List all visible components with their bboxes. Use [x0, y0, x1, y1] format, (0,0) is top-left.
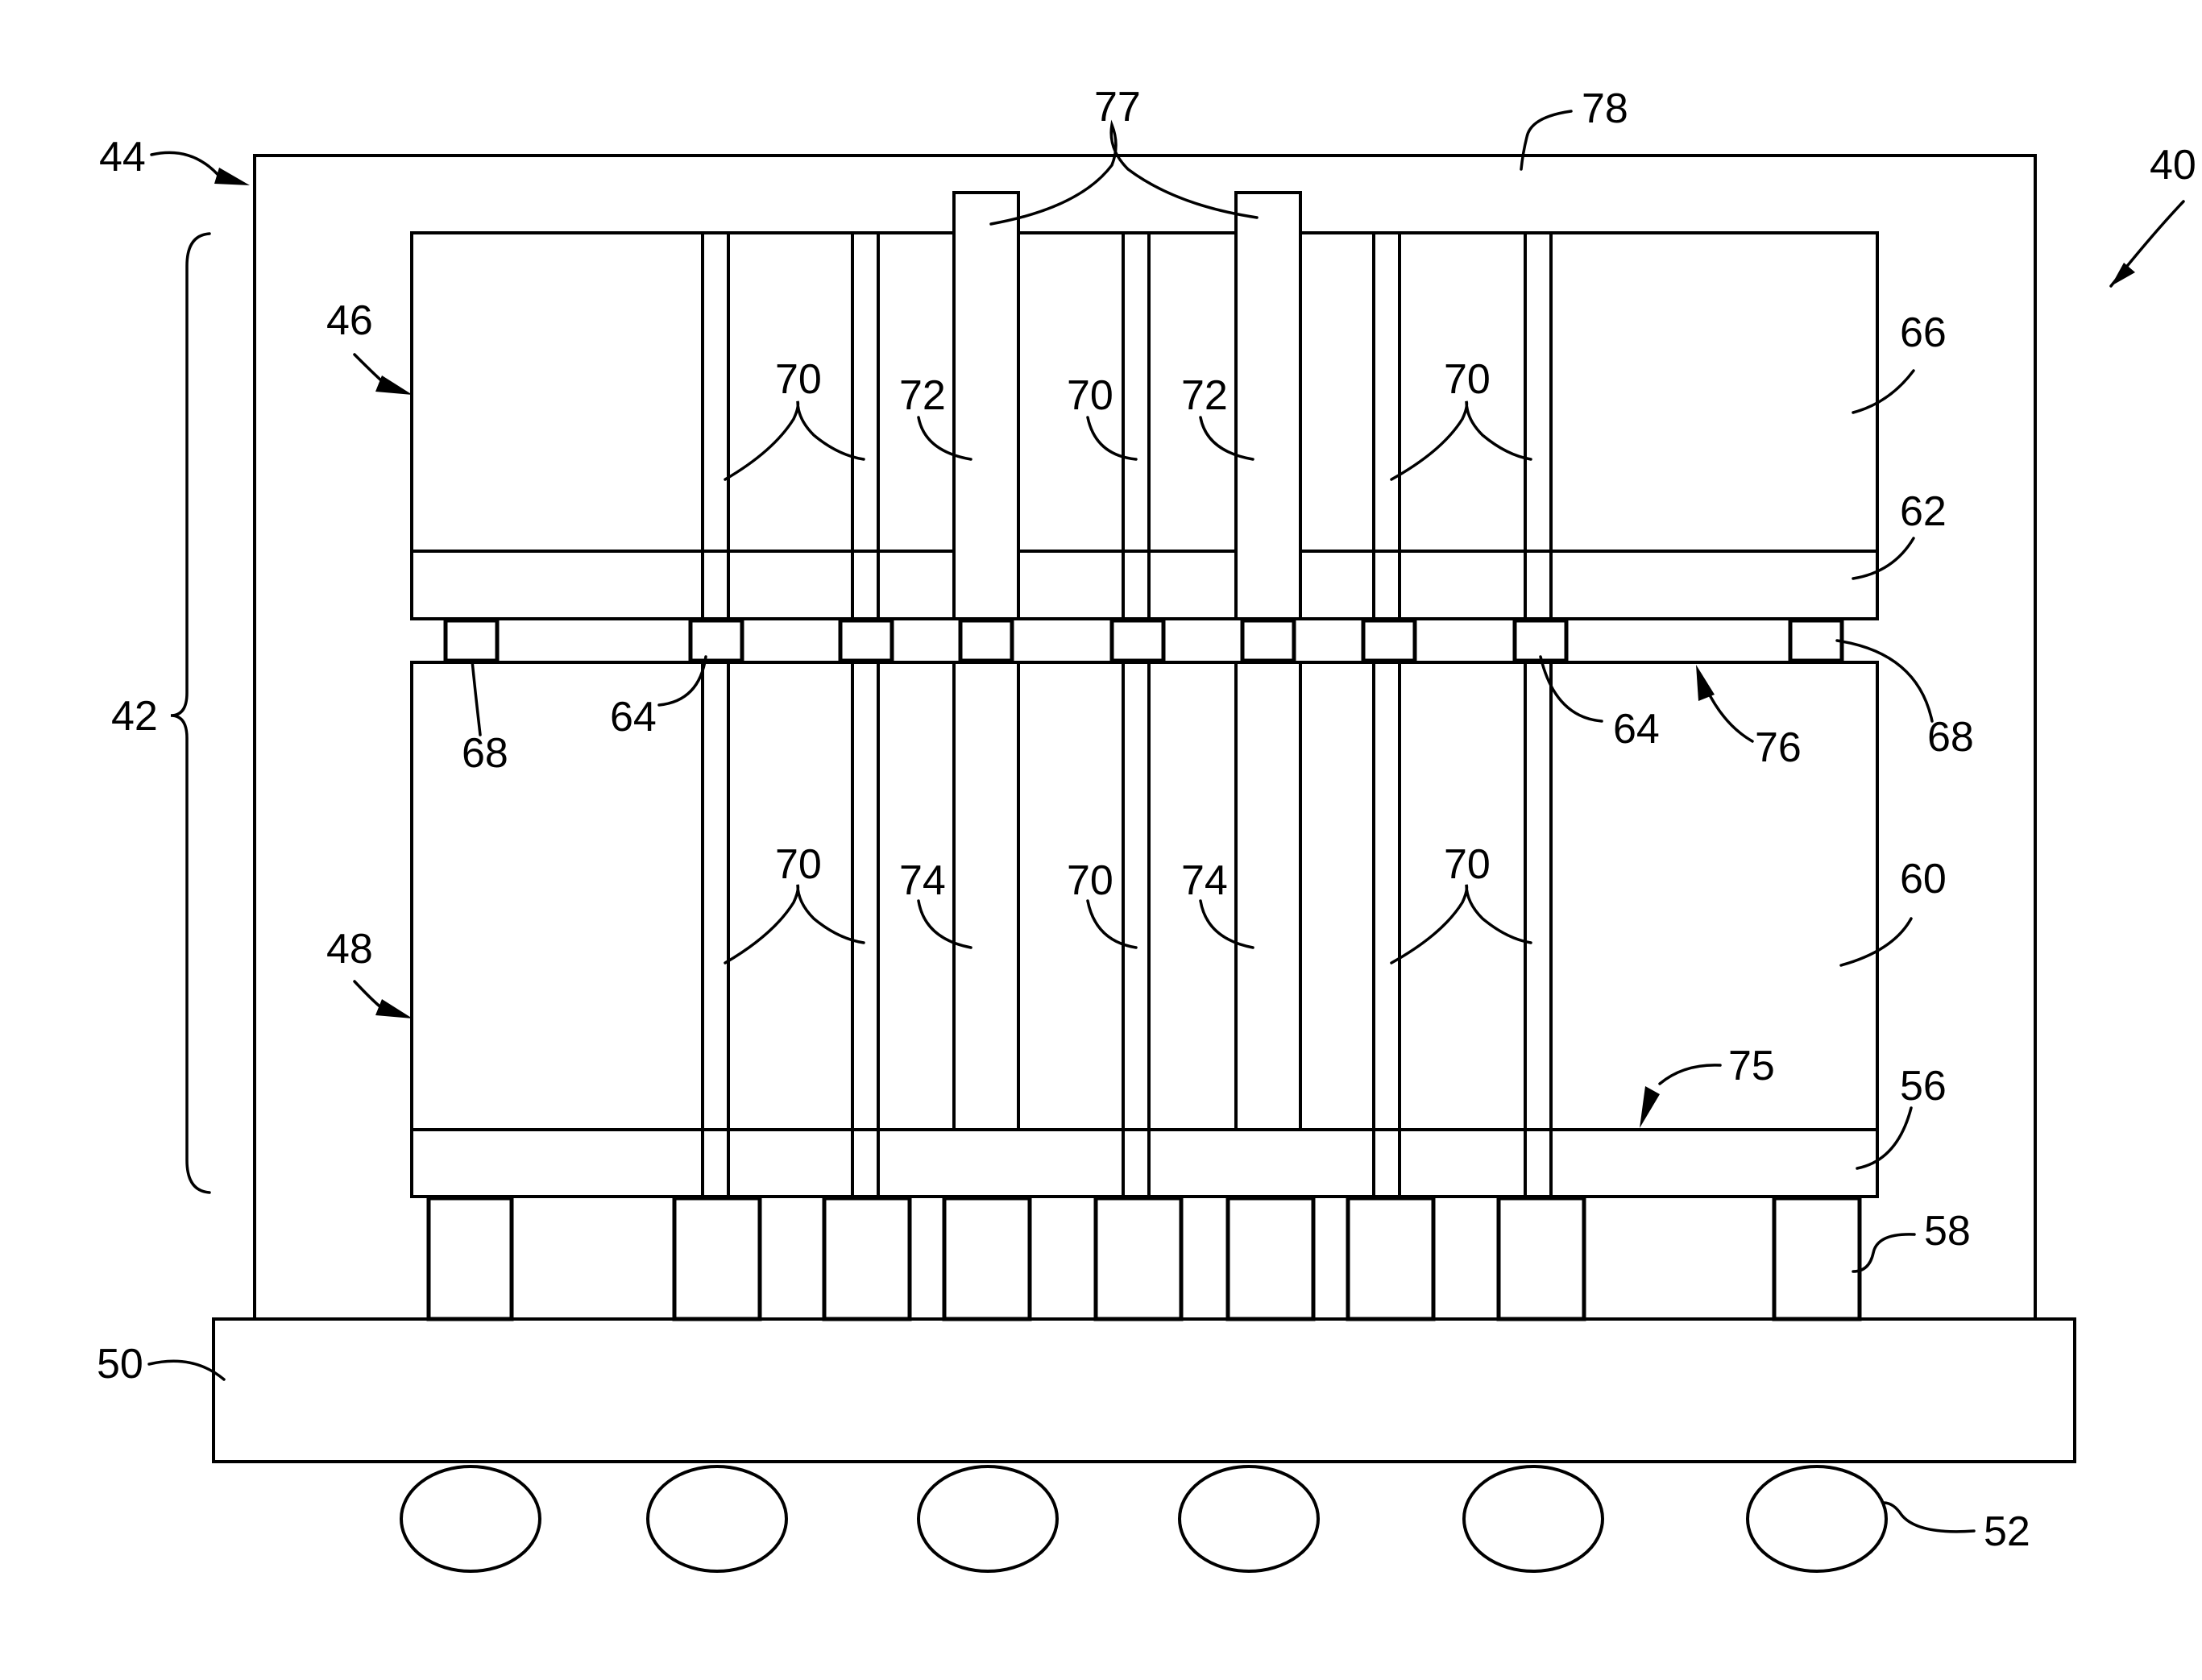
thermal-post-72	[1236, 193, 1300, 619]
pillar	[1774, 1198, 1860, 1319]
bump	[1242, 620, 1294, 661]
label-76: 76	[1755, 724, 1802, 771]
pillar	[1096, 1198, 1181, 1319]
label-64-l: 64	[610, 694, 657, 740]
label-46: 46	[326, 297, 373, 344]
solder-ball	[648, 1466, 786, 1571]
pillar	[824, 1198, 910, 1319]
bracket-42	[171, 234, 209, 1193]
bump-64	[1515, 620, 1566, 661]
label-70-ul: 70	[775, 356, 822, 403]
solder-ball	[401, 1466, 540, 1571]
label-52: 52	[1984, 1508, 2030, 1555]
solder-ball	[1748, 1466, 1886, 1571]
arrowhead	[375, 375, 413, 395]
label-74-r: 74	[1181, 857, 1228, 904]
label-60: 60	[1900, 856, 1947, 902]
label-68-l: 68	[462, 730, 508, 777]
pillar	[674, 1198, 760, 1319]
thermal-post-72	[954, 193, 1018, 619]
pillar	[1228, 1198, 1313, 1319]
pillar	[1499, 1198, 1584, 1319]
label-40: 40	[2150, 142, 2196, 189]
arrowhead	[375, 999, 413, 1018]
label-62: 62	[1900, 488, 1947, 535]
label-44: 44	[99, 134, 146, 180]
label-77: 77	[1094, 84, 1141, 131]
solder-ball	[1180, 1466, 1318, 1571]
pillars-58	[429, 1198, 1860, 1319]
label-66: 66	[1900, 309, 1947, 356]
label-58: 58	[1924, 1208, 1971, 1255]
label-72-l: 72	[899, 372, 946, 419]
label-70-ur: 70	[1444, 356, 1491, 403]
solder-ball	[1464, 1466, 1603, 1571]
bump-68	[446, 620, 497, 661]
micro-bumps	[446, 620, 1842, 661]
substrate-50	[214, 1319, 2075, 1462]
label-70-ll: 70	[775, 841, 822, 888]
arrowhead	[214, 168, 250, 185]
bump-68	[1790, 620, 1842, 661]
pillar	[944, 1198, 1030, 1319]
pillar	[429, 1198, 512, 1319]
solder-balls-52	[401, 1466, 1886, 1571]
label-56: 56	[1900, 1063, 1947, 1110]
label-70-um: 70	[1067, 372, 1113, 419]
label-50: 50	[97, 1341, 143, 1388]
bump-64	[690, 620, 742, 661]
solder-ball	[919, 1466, 1057, 1571]
label-75: 75	[1728, 1043, 1775, 1089]
label-70-lm: 70	[1067, 857, 1113, 904]
label-78: 78	[1582, 85, 1628, 132]
bump	[1112, 620, 1163, 661]
upper-die-46	[412, 233, 1877, 619]
label-72-r: 72	[1181, 372, 1228, 419]
label-74-l: 74	[899, 857, 946, 904]
bump	[1363, 620, 1415, 661]
label-68-r: 68	[1927, 714, 1974, 761]
label-42: 42	[111, 693, 158, 740]
label-64-r: 64	[1613, 706, 1660, 753]
bump	[960, 620, 1012, 661]
label-70-lr: 70	[1444, 841, 1491, 888]
pillar	[1348, 1198, 1433, 1319]
bump	[840, 620, 892, 661]
arrowhead	[2111, 263, 2135, 286]
label-48: 48	[326, 926, 373, 973]
